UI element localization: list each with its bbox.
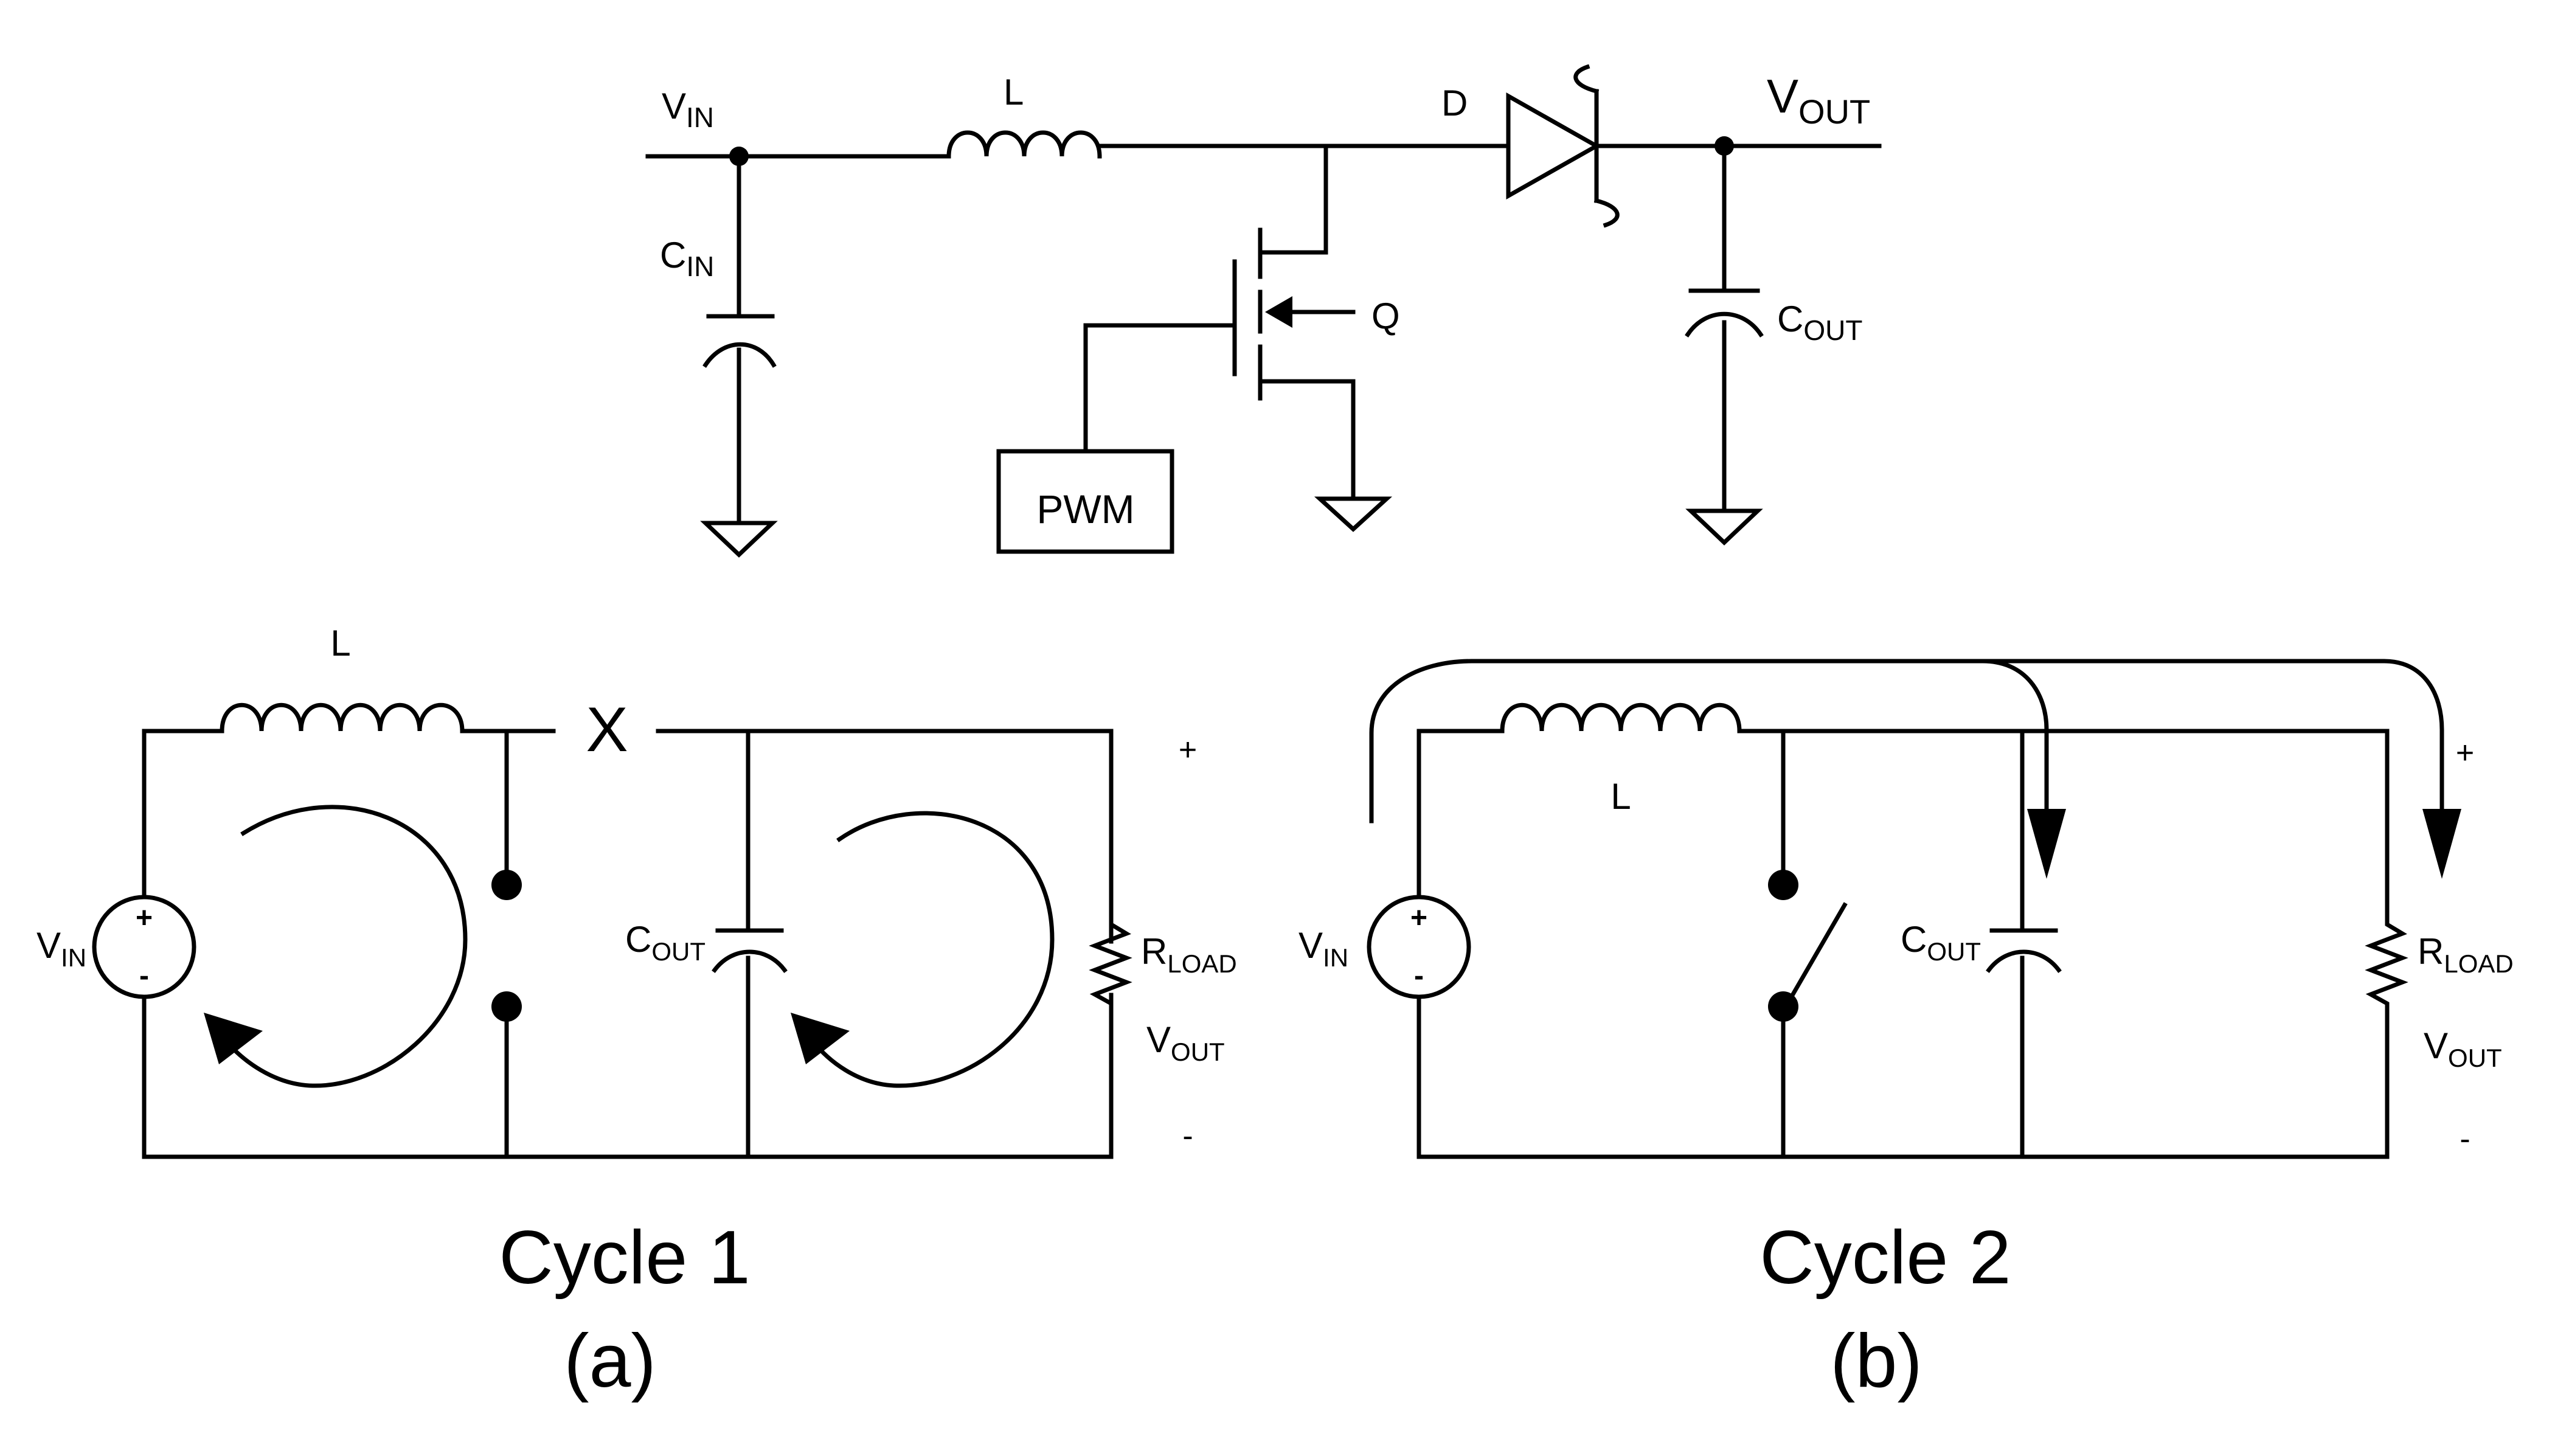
cycle-tag: (a) — [564, 1319, 656, 1403]
cycle-1-circuit: + - L X VIN COUT RLOAD VOUT + - Cycle 1 … — [36, 623, 1237, 1403]
source-plus: + — [136, 902, 153, 934]
arrow-icon — [2422, 809, 2461, 879]
inductor-label: L — [1004, 72, 1024, 113]
source-wire — [1258, 379, 1356, 501]
vout-label: VOUT — [1767, 69, 1870, 131]
open-switch-x: X — [586, 695, 628, 765]
ground-icon — [1685, 508, 1763, 546]
current-loop-arrow — [222, 805, 468, 1088]
plus-sign: + — [1179, 732, 1197, 768]
inductor-label: L — [330, 623, 350, 664]
arrow-icon — [791, 1013, 850, 1064]
cycle2-wire — [1416, 729, 2390, 1159]
cycle-title: Cycle 1 — [499, 1216, 750, 1300]
cout-capacitor — [1685, 288, 1764, 338]
vout-label: VOUT — [1146, 1019, 1225, 1066]
minus-sign: - — [1182, 1118, 1193, 1154]
current-flow-arrow — [1980, 659, 2444, 811]
cout-label: COUT — [625, 919, 706, 966]
cout-label: COUT — [1901, 919, 1981, 966]
rload-label: RLOAD — [2418, 931, 2514, 978]
minus-sign: - — [2460, 1121, 2470, 1157]
cycle-title: Cycle 2 — [1759, 1216, 2011, 1300]
arrow-icon — [204, 1013, 263, 1064]
arrow-icon — [2027, 809, 2066, 879]
cin-label: CIN — [660, 235, 714, 282]
ground-icon — [700, 521, 778, 558]
vin-label: VIN — [662, 86, 714, 133]
vin-label: VIN — [1298, 925, 1348, 972]
cout-label: COUT — [1777, 299, 1862, 346]
plus-sign: + — [2456, 735, 2474, 771]
current-flow-arrow — [1369, 659, 2049, 823]
source-plus: + — [1410, 902, 1427, 934]
cycle-2-circuit: + - L VIN COUT RLOAD VOUT + - Cycle 2 (b… — [1298, 659, 2514, 1403]
cout-capacitor — [712, 928, 788, 973]
mosfet-label: Q — [1371, 296, 1400, 336]
cout-capacitor — [1986, 928, 2062, 973]
cycle-tag: (b) — [1830, 1319, 1922, 1403]
source-minus: - — [1414, 960, 1424, 992]
inductor-label: L — [1610, 776, 1631, 817]
mosfet-q — [1232, 227, 1263, 401]
switch-lever — [1788, 902, 1848, 1000]
current-loop-arrow — [809, 811, 1055, 1088]
inductor-l — [1500, 702, 1742, 733]
vout-label: VOUT — [2424, 1025, 2502, 1072]
rload-label: RLOAD — [1141, 931, 1237, 978]
vin-source — [92, 895, 196, 999]
pwm-label: PWM — [1036, 487, 1134, 532]
diode-label: D — [1441, 83, 1468, 123]
arrow-icon — [1265, 296, 1292, 328]
pwm-block — [996, 449, 1174, 554]
drain-wire — [1258, 144, 1328, 255]
switch-contact — [491, 870, 522, 900]
vin-label: VIN — [36, 925, 86, 972]
switch-contact — [491, 991, 522, 1022]
cin-capacitor — [702, 314, 777, 368]
switch-contact — [1768, 870, 1798, 900]
boost-converter-schematic: VIN L D VOUT CIN COUT Q PWM — [645, 64, 1882, 558]
rload-resistor — [1089, 910, 1132, 1018]
ground-icon — [1314, 496, 1393, 532]
source-minus: - — [139, 960, 149, 992]
inductor-l — [220, 702, 465, 733]
inductor-l — [946, 130, 1102, 159]
vin-source — [1367, 895, 1471, 999]
gate-wire — [1083, 323, 1237, 452]
rload-resistor — [2365, 910, 2408, 1018]
